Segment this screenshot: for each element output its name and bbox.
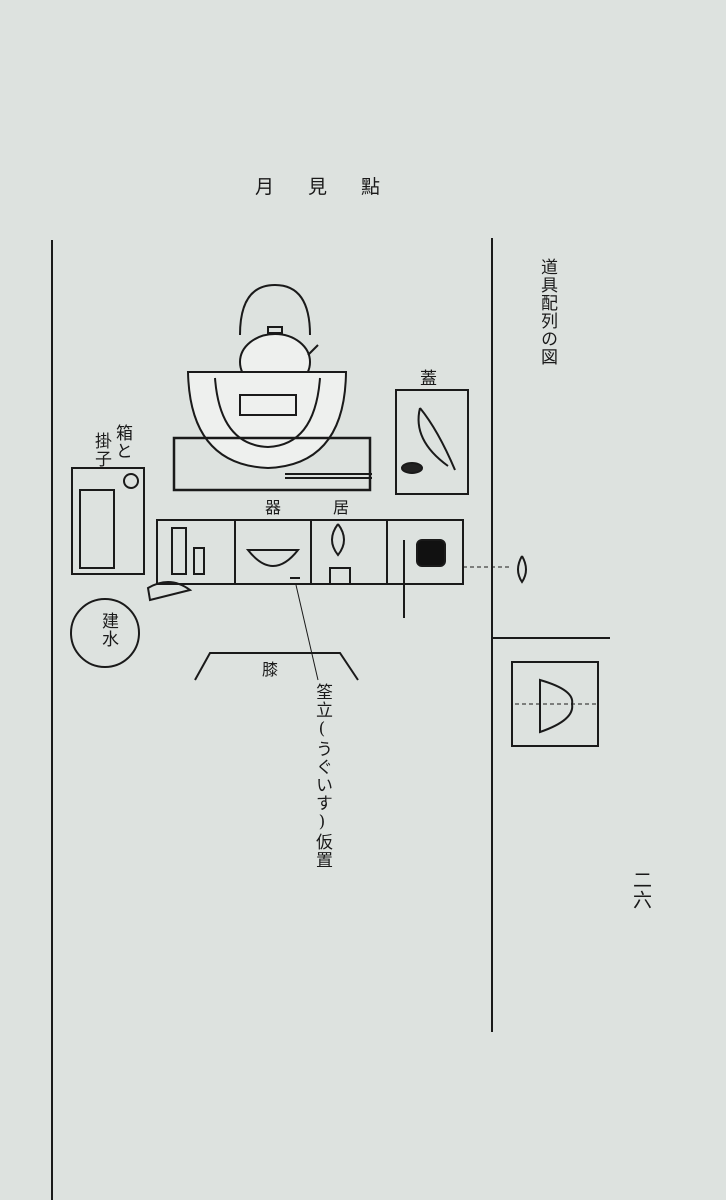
box-and-tray — [71, 467, 145, 575]
knee-outline — [194, 652, 359, 681]
napkin-icon — [146, 581, 193, 602]
bowl-box — [511, 661, 599, 747]
box-label-col1: 箱と — [112, 424, 132, 460]
page-title: 月見點 — [255, 176, 415, 198]
feather-brush-icon — [417, 407, 456, 471]
page-number: 二六 — [630, 870, 652, 910]
waste-water-circle — [70, 598, 140, 668]
knee-label: 膝 — [262, 660, 279, 679]
lid-rest-box — [395, 389, 469, 495]
tea-caddy-icon — [416, 539, 446, 567]
tea-bowl-icon — [245, 549, 301, 567]
whisk-icon — [331, 523, 345, 557]
cloth-icon — [329, 567, 351, 585]
lid-rest-label: 蓋 — [420, 369, 437, 389]
lid-rest-icon — [401, 462, 423, 474]
box-label-col2: 掛子 — [91, 432, 111, 468]
kikyo-label-right: 居 — [333, 498, 350, 517]
waste-water-label: 建水 — [98, 612, 118, 648]
brazier-icon — [172, 371, 372, 492]
side-bowl-icon — [539, 678, 574, 734]
whisk-stand-note: 筌立(うぐいす)仮置 — [312, 683, 332, 869]
kikyo-label-left: 器 — [265, 498, 282, 517]
diagram-caption: 道具配列の図 — [537, 258, 557, 366]
tea-scoop-holder-icon — [171, 527, 187, 575]
gourd-icon — [517, 555, 527, 584]
